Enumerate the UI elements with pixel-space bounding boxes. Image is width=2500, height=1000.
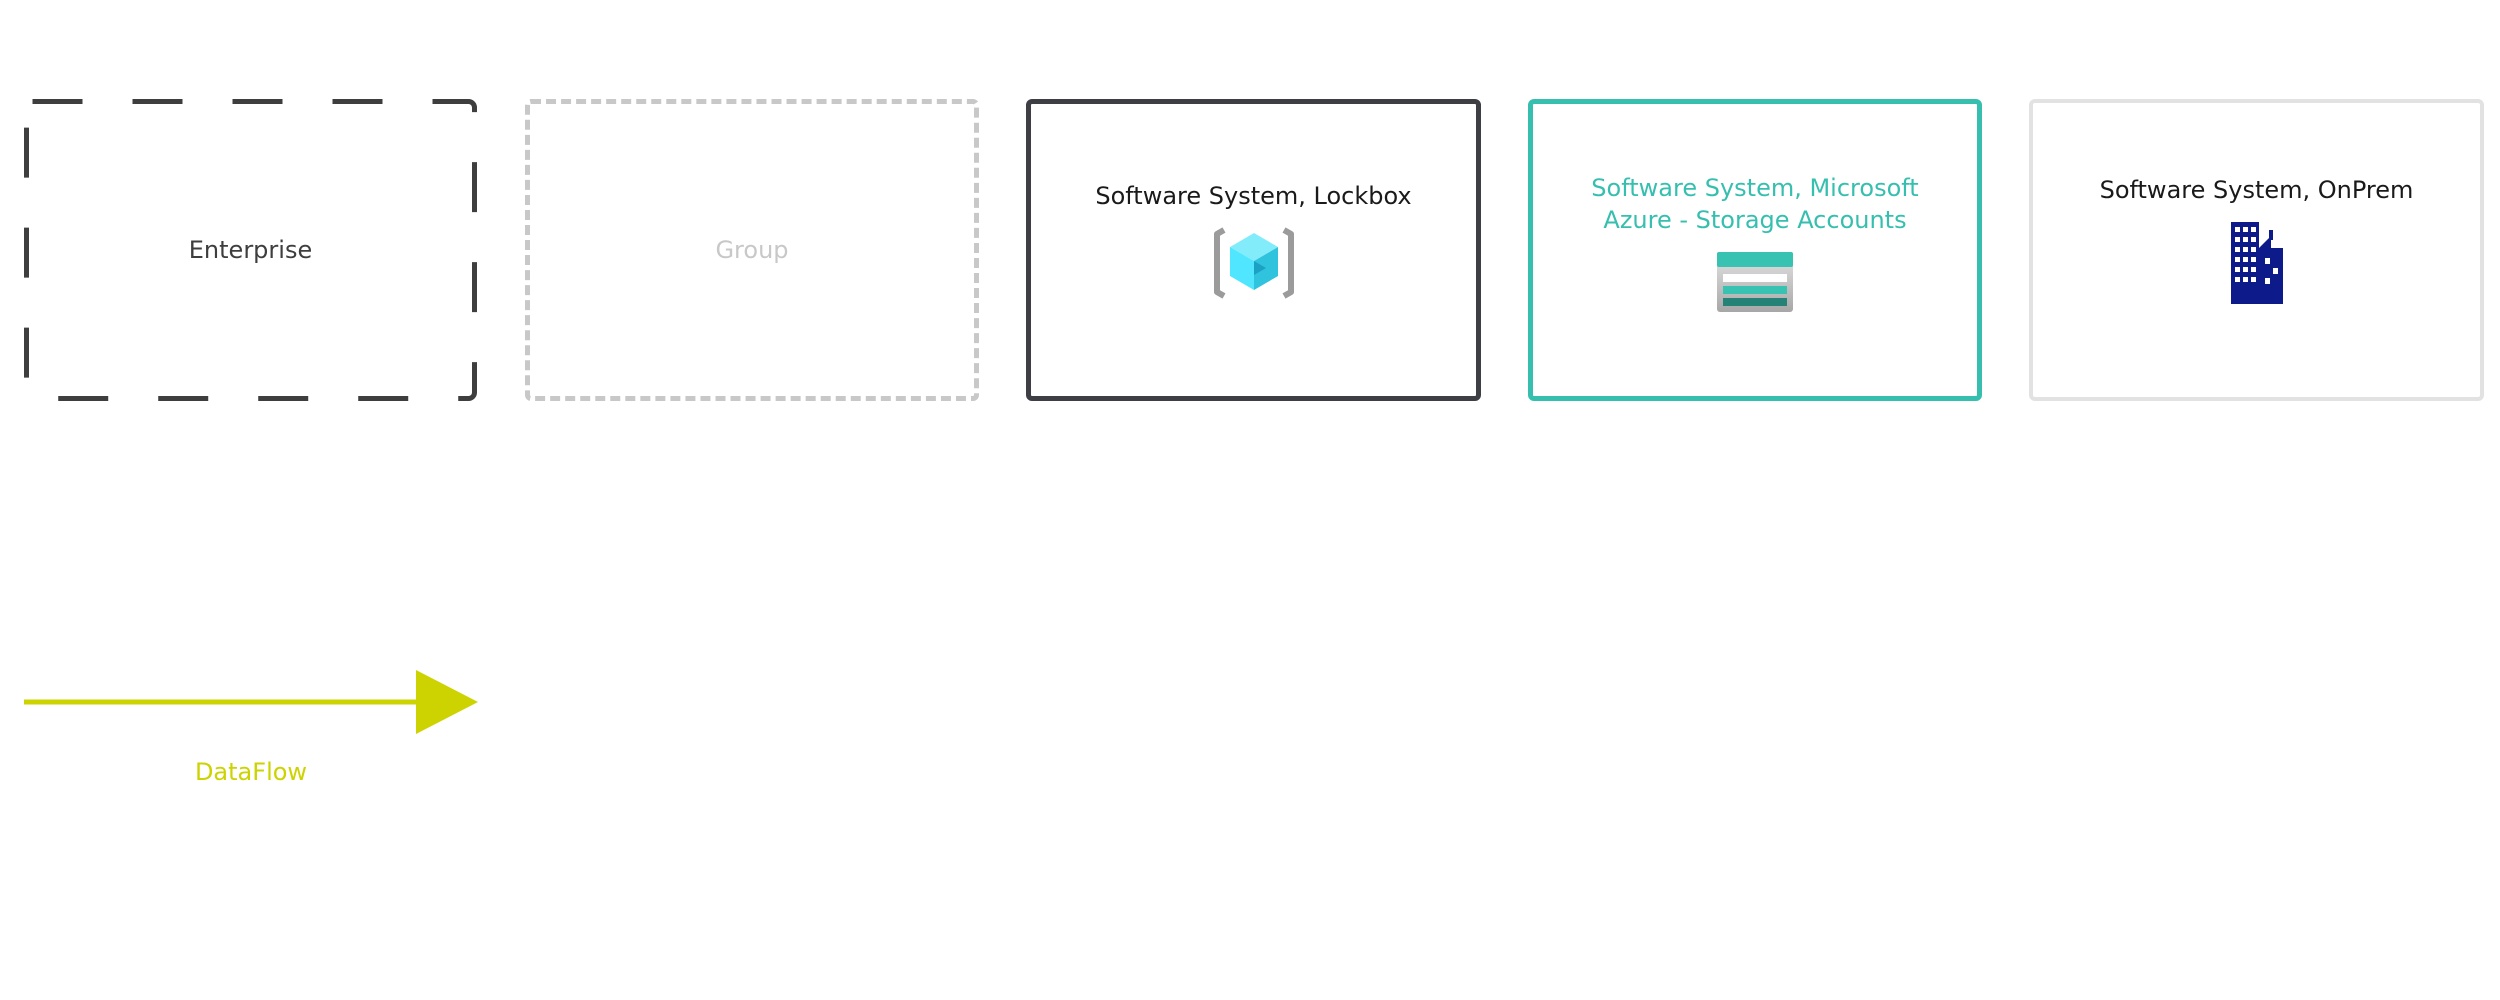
- dataflow-arrowhead: [416, 670, 478, 734]
- software-system-onprem[interactable]: Software System, OnPrem: [2029, 99, 2484, 401]
- storage-label-line2: Azure - Storage Accounts: [1603, 206, 1907, 234]
- dataflow-label: DataFlow: [194, 758, 308, 786]
- software-system-lockbox[interactable]: Software System, Lockbox: [1026, 99, 1481, 401]
- enterprise-label: Enterprise: [188, 236, 313, 264]
- enterprise-boundary[interactable]: Enterprise: [24, 99, 477, 401]
- dataflow-arrow[interactable]: [24, 668, 480, 736]
- office-building-icon: [2230, 222, 2283, 304]
- lockbox-cube-icon: [1213, 227, 1294, 299]
- onprem-label: Software System, OnPrem: [2099, 176, 2414, 204]
- software-system-azure-storage[interactable]: Software System, Microsoft Azure - Stora…: [1528, 99, 1982, 401]
- enterprise-border: [24, 99, 477, 401]
- storage-account-icon: [1717, 252, 1793, 312]
- lockbox-label: Software System, Lockbox: [1095, 182, 1412, 210]
- group-boundary[interactable]: Group: [525, 99, 979, 401]
- storage-label-line1: Software System, Microsoft: [1591, 174, 1919, 202]
- group-label: Group: [715, 236, 789, 264]
